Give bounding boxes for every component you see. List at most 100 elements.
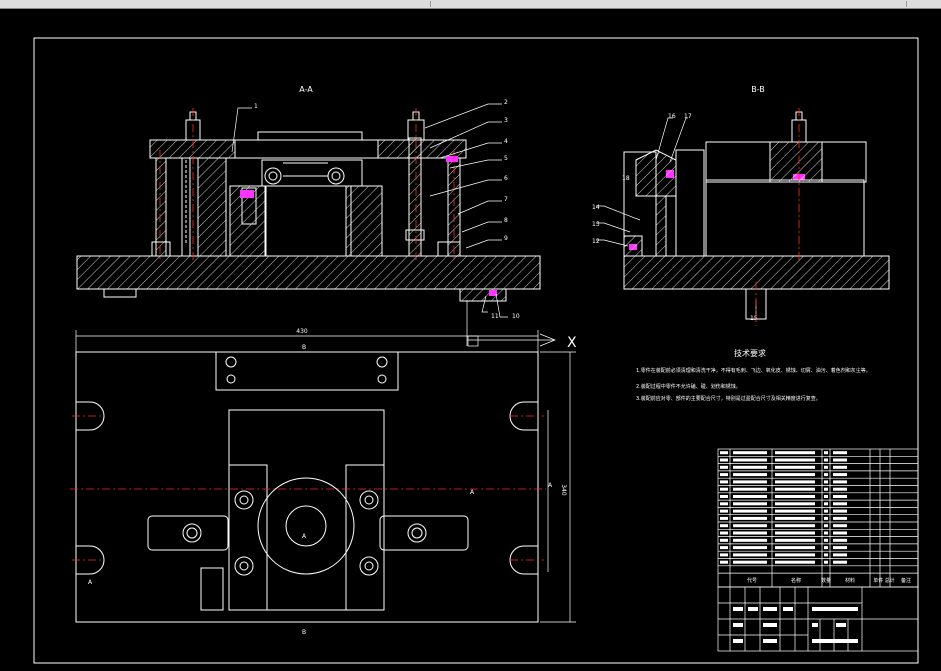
bb-pin-hatch — [655, 195, 667, 257]
plan-right-jaw — [345, 464, 385, 611]
parts-list-cell-text — [775, 502, 815, 506]
tech-req-line-2: 2.装配过程中零件不允许磕、碰、划伤和锈蚀。 — [636, 383, 741, 390]
title-block — [717, 586, 919, 652]
parts-list-cell-text — [775, 473, 815, 477]
parts-list-cell-text — [833, 516, 847, 520]
base-plate — [76, 255, 541, 290]
plan-center-block — [228, 409, 385, 611]
section-label-bb: B-B — [751, 85, 765, 94]
parts-list-cell-text — [720, 473, 728, 477]
cut-mark-b-top: B — [302, 344, 306, 351]
parts-list-cell-text — [833, 546, 847, 550]
parts-list-cell-text — [720, 451, 728, 455]
cut-mark-a-bore: A — [302, 533, 307, 540]
parts-list-cell-text — [833, 495, 847, 498]
parts-list-cell-text — [824, 458, 828, 462]
parts-list-cell-text — [720, 480, 728, 484]
parts-list-cell-text — [733, 487, 767, 491]
bb-center-post — [675, 149, 705, 257]
parts-list-cell-text — [733, 451, 767, 455]
balloon-8: 8 — [504, 217, 508, 224]
parts-list-cell-text — [720, 531, 728, 535]
nut-right-lower — [437, 241, 461, 257]
bb-clamp-jaw — [635, 149, 677, 197]
parts-list-cell-text — [833, 473, 847, 477]
column-right — [408, 137, 422, 257]
parts-list-cell-text — [775, 560, 815, 564]
dim-cl: A — [548, 482, 553, 489]
parts-list-cell-text — [833, 509, 847, 513]
parts-list-cell-text — [733, 473, 767, 477]
cad-drawing-canvas[interactable]: A-A — [0, 9, 941, 671]
parts-list-cell-text — [824, 546, 828, 550]
balloon-3: 3 — [504, 117, 508, 124]
parts-list-cell-text — [824, 524, 828, 528]
parts-list-cell-text — [775, 524, 815, 528]
parts-list-cell-text — [824, 553, 828, 557]
part-balloons: 1 2 3 4 5 6 7 8 9 10 11 12 13 14 15 16 1… — [254, 99, 758, 322]
balloon-10: 10 — [512, 313, 520, 320]
column-left-inner — [181, 157, 191, 257]
parts-list-cell-text — [775, 451, 815, 455]
parts-list-cell-text — [775, 538, 815, 542]
slot-left-bottom — [76, 545, 105, 575]
parts-list-cell-text — [833, 465, 847, 469]
balloon-1: 1 — [254, 103, 258, 110]
left-support — [197, 157, 227, 257]
parts-list-cell-text — [824, 502, 828, 506]
toolbar-separator — [430, 1, 431, 7]
plan-view — [75, 351, 539, 623]
axis-x-label: X — [567, 335, 577, 351]
parts-list-cell-text — [775, 509, 815, 513]
balloon-5: 5 — [504, 155, 508, 162]
parts-list-cell-text — [720, 516, 728, 520]
parts-list-cell-text — [833, 480, 847, 484]
parts-list-cell-text — [833, 524, 847, 528]
cut-mark-b-bottom: B — [302, 629, 306, 636]
plan-key — [200, 567, 224, 611]
dim-width: 430 — [296, 328, 308, 335]
drawing-border — [33, 37, 919, 664]
parts-list-cell-text — [775, 531, 815, 535]
balloon-4: 4 — [504, 138, 508, 145]
parts-list-cell-text — [833, 458, 847, 462]
header-weight: 单件 总计 — [873, 577, 895, 584]
top-plate-hatch-left — [149, 139, 236, 159]
dimension-text: 430 340 A X B B A A A — [88, 328, 577, 636]
parts-list-cell-text — [733, 553, 767, 557]
parts-list-cell-text — [824, 451, 828, 455]
section-label-aa: A-A — [299, 85, 313, 94]
nut-right — [405, 229, 425, 241]
parts-list-cell-text — [833, 560, 847, 564]
plan-outline — [75, 351, 539, 623]
parts-list-cell-text — [733, 465, 767, 469]
base-tab — [459, 288, 507, 302]
parts-list-cell-text — [775, 553, 815, 557]
parts-list-cell-text — [824, 538, 828, 542]
top-boss — [257, 131, 363, 141]
parts-list-cell-fills — [720, 451, 847, 564]
parts-list-cell-text — [720, 509, 728, 513]
parts-list-cell-text — [775, 480, 815, 484]
parts-list-cell-text — [733, 480, 767, 484]
balloon-6: 6 — [504, 175, 508, 182]
nut-left — [151, 241, 171, 257]
section-view-aa: A-A — [76, 85, 541, 302]
parts-list-cell-text — [720, 546, 728, 550]
plan-left-jaw — [228, 464, 268, 611]
parts-list-cell-text — [833, 553, 847, 557]
parts-list-cell-text — [733, 546, 767, 550]
parts-list-cell-text — [824, 480, 828, 484]
tech-req-line-1: 1.零件在装配前必须清理和清洗干净，不得有毛刺、飞边、氧化皮、锈蚀、切屑、油污、… — [636, 367, 871, 374]
section-view-bb: B-B — [623, 85, 890, 320]
parts-list-cell-text — [824, 465, 828, 469]
parts-list-header: 代号 名称 数量 材料 单件 总计 备注 — [747, 577, 911, 584]
side-screw-left — [264, 167, 282, 185]
balloon-12: 12 — [592, 238, 600, 245]
parts-list-cell-text — [733, 538, 767, 542]
balloon-11: 11 — [491, 313, 499, 320]
parts-list-cell-text — [720, 487, 728, 491]
toolbar-separator — [906, 1, 907, 7]
center-upper — [261, 159, 363, 187]
parts-list-cell-text — [824, 473, 828, 477]
